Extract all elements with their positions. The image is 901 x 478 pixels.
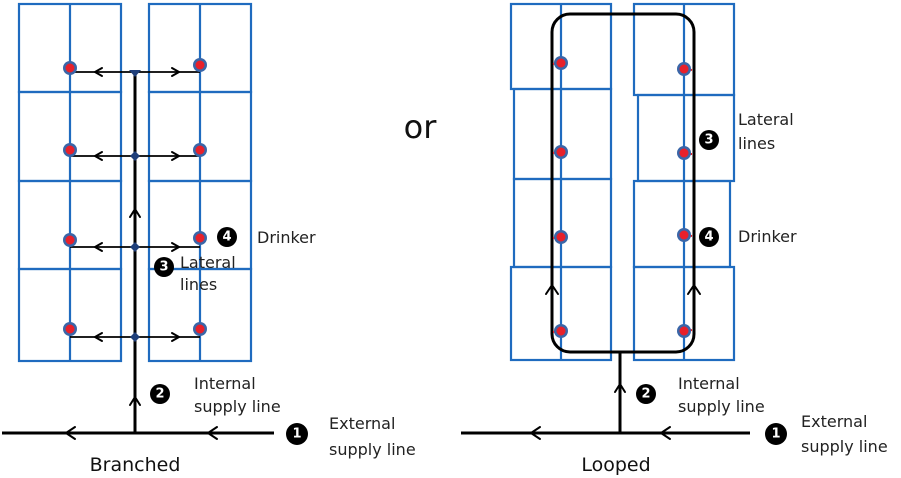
flow-arrow-icon bbox=[660, 426, 671, 440]
label-lateral-line2: lines bbox=[738, 134, 775, 153]
junction-node bbox=[130, 242, 140, 252]
flow-arrow-icon bbox=[530, 426, 541, 440]
flow-arrow-icon bbox=[687, 284, 701, 295]
title-branched: Branched bbox=[90, 454, 181, 476]
flow-arrow-icon bbox=[614, 383, 626, 393]
junction-node bbox=[130, 151, 140, 161]
label-drinker: Drinker bbox=[257, 228, 316, 247]
svg-text:1: 1 bbox=[292, 427, 301, 442]
label-lateral-line1: Lateral bbox=[180, 253, 236, 272]
pen-grid-right bbox=[632, 2, 736, 362]
drinker-icon bbox=[552, 56, 568, 70]
badge-3: 3 bbox=[154, 257, 174, 277]
junction-node bbox=[129, 70, 141, 77]
drinker-icon bbox=[193, 58, 207, 72]
badge-1: 1 bbox=[286, 423, 308, 445]
pen-grid-left bbox=[17, 2, 123, 363]
svg-text:3: 3 bbox=[159, 260, 168, 275]
drinker-icon bbox=[63, 233, 77, 247]
flow-arrow-icon bbox=[94, 332, 103, 342]
drinker-icon bbox=[677, 146, 692, 160]
label-drinker: Drinker bbox=[738, 227, 797, 246]
badge-4: 4 bbox=[217, 227, 237, 247]
separator-or: or bbox=[404, 108, 438, 146]
svg-text:3: 3 bbox=[704, 133, 713, 148]
badge-2: 2 bbox=[636, 384, 656, 404]
badge-3: 3 bbox=[699, 130, 719, 150]
drinker-icon bbox=[552, 324, 568, 338]
svg-text:4: 4 bbox=[704, 230, 713, 245]
drinker-icon bbox=[193, 322, 207, 336]
flow-arrow-icon bbox=[94, 242, 103, 252]
pen-cell bbox=[632, 179, 732, 269]
looped-lateral-line bbox=[550, 12, 696, 354]
svg-text:4: 4 bbox=[222, 230, 231, 245]
flow-arrow-icon bbox=[94, 151, 103, 161]
drinkers bbox=[63, 58, 207, 336]
drinker-icon bbox=[63, 143, 77, 157]
flow-arrow-icon bbox=[171, 242, 180, 252]
label-external-line2: supply line bbox=[329, 440, 416, 459]
drinker-icon bbox=[552, 145, 568, 159]
pen-grid-right bbox=[147, 2, 253, 363]
looped-panel: 3 Lateral lines 4 Drinker 2 Internal sup… bbox=[461, 2, 888, 476]
drinker-icon bbox=[552, 230, 568, 244]
flow-arrow-icon bbox=[207, 426, 218, 440]
flow-arrow-icon bbox=[129, 208, 141, 218]
badge-1: 1 bbox=[765, 423, 787, 445]
flow-arrow-icon bbox=[65, 426, 76, 440]
title-looped: Looped bbox=[581, 454, 650, 476]
svg-text:2: 2 bbox=[155, 387, 164, 402]
label-lateral-line2: lines bbox=[180, 275, 217, 294]
flow-arrow-icon bbox=[171, 151, 180, 161]
lateral-lines bbox=[70, 67, 200, 342]
drinker-icon bbox=[193, 231, 207, 245]
label-internal-line1: Internal bbox=[678, 374, 740, 393]
label-external-line1: External bbox=[801, 412, 867, 431]
pen-cell bbox=[512, 87, 613, 181]
flow-arrow-icon bbox=[545, 284, 559, 295]
drinker-icon bbox=[677, 228, 693, 242]
label-internal-line2: supply line bbox=[678, 397, 765, 416]
pen-cell bbox=[512, 177, 613, 269]
label-external-line2: supply line bbox=[801, 437, 888, 456]
junction-node bbox=[130, 332, 140, 342]
drinkers bbox=[552, 56, 693, 338]
branched-panel: 4 Drinker 3 Lateral lines 2 Internal sup… bbox=[2, 2, 416, 476]
pen-cell bbox=[636, 93, 736, 183]
badge-4: 4 bbox=[699, 227, 719, 247]
label-external-line1: External bbox=[329, 414, 395, 433]
drinker-icon bbox=[677, 62, 693, 76]
drinker-icon bbox=[677, 324, 693, 338]
label-lateral-line1: Lateral bbox=[738, 110, 794, 129]
flow-arrow-icon bbox=[94, 67, 103, 77]
drinker-icon bbox=[193, 143, 207, 157]
drinker-icon bbox=[63, 61, 77, 75]
badge-2: 2 bbox=[150, 384, 170, 404]
label-internal-line2: supply line bbox=[194, 397, 281, 416]
drinker-icon bbox=[63, 322, 77, 336]
svg-text:2: 2 bbox=[641, 387, 650, 402]
flow-arrow-icon bbox=[171, 67, 180, 77]
flow-arrow-icon bbox=[129, 396, 141, 406]
flow-arrow-icon bbox=[171, 332, 180, 342]
svg-text:1: 1 bbox=[771, 427, 780, 442]
label-internal-line1: Internal bbox=[194, 374, 256, 393]
